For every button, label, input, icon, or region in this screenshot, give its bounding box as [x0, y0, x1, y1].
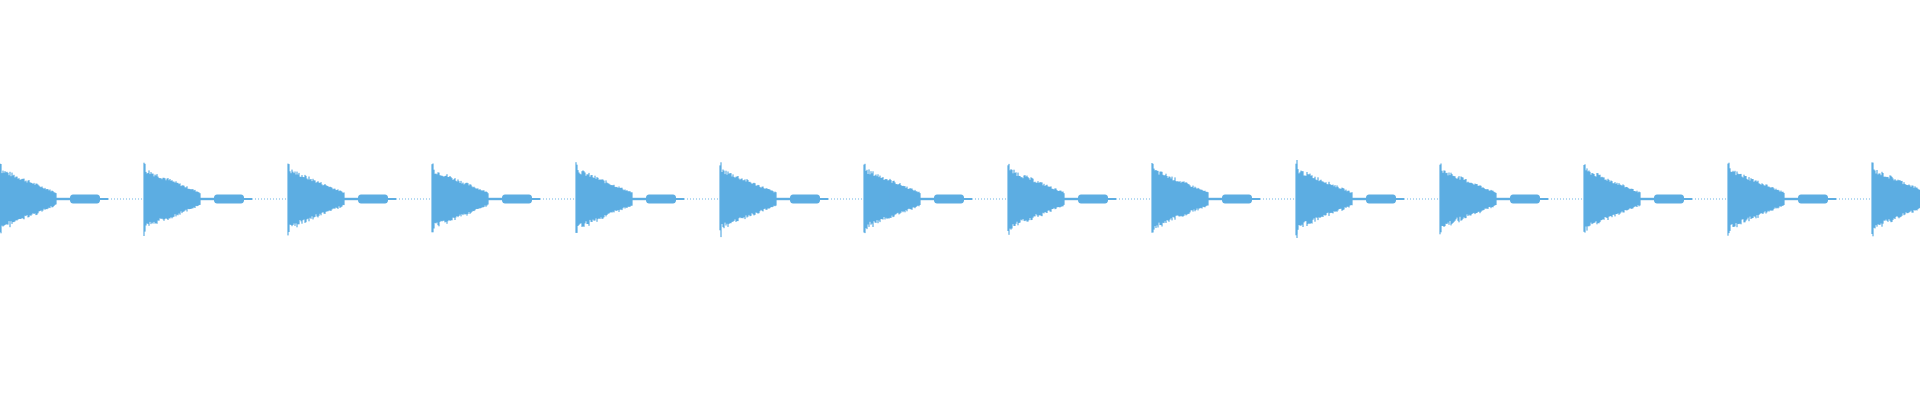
waveform-burst — [70, 194, 100, 204]
waveform-burst — [1078, 194, 1108, 204]
waveform-pulse — [863, 163, 972, 234]
waveform-pulse — [1151, 163, 1260, 233]
waveform-tail — [532, 198, 540, 200]
waveform-sustain — [1208, 197, 1222, 201]
waveform-sustain — [1352, 197, 1366, 201]
waveform-tail — [1396, 198, 1404, 200]
waveform-pulse — [287, 163, 396, 236]
waveform-sustain — [344, 197, 358, 201]
waveform-pulse — [1871, 162, 1920, 237]
waveform-pulse — [143, 162, 252, 236]
waveform-tail — [1252, 198, 1260, 200]
waveform-burst — [790, 194, 820, 204]
waveform-burst — [1798, 194, 1828, 204]
waveform-pulse — [1727, 162, 1836, 236]
waveform-pulse — [1007, 163, 1116, 235]
waveform-burst — [934, 194, 964, 204]
waveform-sustain — [776, 197, 790, 201]
waveform-tail — [1540, 198, 1548, 200]
waveform-pulse — [1439, 163, 1548, 235]
waveform-burst — [646, 194, 676, 204]
waveform-burst — [1654, 194, 1684, 204]
waveform-tail — [676, 198, 684, 200]
waveform-tail — [388, 198, 396, 200]
waveform-sustain — [1064, 197, 1078, 201]
waveform-sustain — [56, 197, 70, 201]
waveform-pulse — [0, 163, 108, 234]
waveform-sustain — [920, 197, 934, 201]
waveform-pulse — [575, 162, 684, 233]
waveform-burst — [214, 194, 244, 204]
waveform-tail — [964, 198, 972, 200]
waveform-burst — [1510, 194, 1540, 204]
waveform-burst — [1366, 194, 1396, 204]
waveform-pulses — [0, 160, 1920, 238]
waveform-pulse — [719, 162, 828, 238]
waveform-burst — [358, 194, 388, 204]
waveform-burst — [1222, 194, 1252, 204]
waveform-burst — [502, 194, 532, 204]
waveform-sustain — [488, 197, 502, 201]
waveform-pulse — [431, 163, 540, 233]
waveform-tail — [1108, 198, 1116, 200]
waveform-sustain — [632, 197, 646, 201]
waveform-tail — [100, 198, 108, 200]
waveform-sustain — [1640, 197, 1654, 201]
waveform-tail — [1684, 198, 1692, 200]
waveform-tail — [820, 198, 828, 200]
waveform-sustain — [1496, 197, 1510, 201]
waveform-pulse — [1583, 164, 1692, 233]
waveform-sustain — [1784, 197, 1798, 201]
waveform-pulse — [1295, 163, 1404, 236]
waveform-tail — [244, 198, 252, 200]
waveform-sustain — [200, 197, 214, 201]
waveform-tail — [1828, 198, 1836, 200]
